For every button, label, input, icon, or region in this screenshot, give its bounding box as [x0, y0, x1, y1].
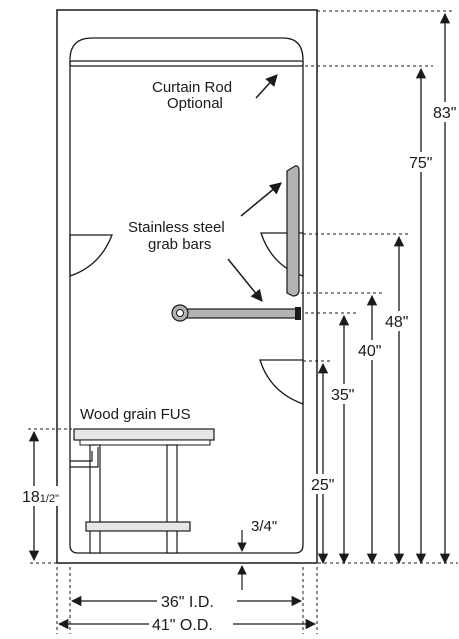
height-rod-label: 75" [409, 155, 432, 172]
grab-bar-horizontal [177, 308, 299, 319]
threshold-label: 3/4" [251, 518, 277, 535]
seat-label: Wood grain FUS [80, 406, 191, 423]
grab-bars-label: Stainless steel [128, 219, 225, 236]
curtain-rod [69, 60, 304, 67]
curtain-rod-label: Curtain Rod [152, 79, 232, 96]
grab-bar-callout-arrow-upper [240, 182, 282, 217]
height-grab-upper-label: 48" [385, 314, 408, 331]
curtain-rod-callout-arrow [255, 74, 278, 99]
height-overall-label: 83" [433, 105, 456, 122]
fold-up-seat [70, 428, 215, 554]
inner-width-label: 36" I.D. [161, 594, 214, 611]
grab-bar-callout-arrow-lower [227, 258, 263, 302]
grab-bar-end-left-inner [176, 309, 184, 317]
grab-bars-label-line2: grab bars [148, 236, 211, 253]
soap-dish-right-lower [259, 359, 304, 405]
inner-shell [69, 37, 304, 554]
soap-dish-left [69, 234, 113, 277]
height-grab-lower-label: 40" [358, 343, 381, 360]
height-grab-horizontal-label: 35" [331, 387, 354, 404]
grab-bar-flange [295, 307, 301, 320]
curtain-rod-optional-label: Optional [167, 95, 223, 112]
grab-bar-vertical [286, 165, 300, 297]
outer-width-label: 41" O.D. [152, 617, 213, 634]
seat-height-label: 181/2" [22, 489, 59, 506]
height-fixture-label: 25" [311, 477, 334, 494]
